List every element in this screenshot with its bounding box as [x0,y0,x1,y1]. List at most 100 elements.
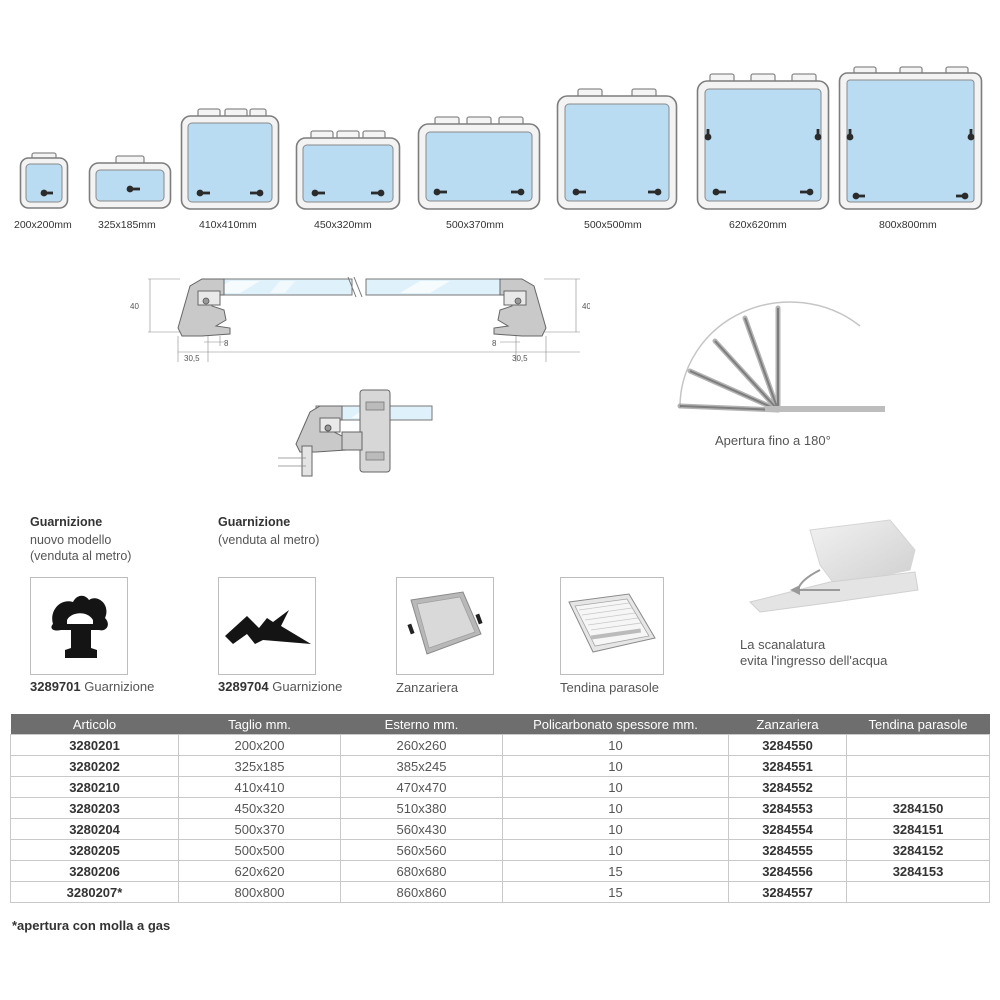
hatch-450x320-image [295,130,401,210]
dim-gap-left: 8 [224,339,229,348]
table-row: 3280207* 800x800 860x860 15 3284557 [10,881,990,903]
mosquito-net-icon [407,591,483,655]
table-cell: 3280201 [10,734,179,756]
dim-height-left: 40 [130,302,139,311]
table-cell: 15 [502,860,729,882]
gasket-new-profile-icon [51,595,108,658]
hatch-325x185-image [88,155,172,209]
table-cell: 3284550 [728,734,847,756]
dim-width-right: 30,5 [512,354,528,363]
gasket-old-caption: 3289704 Guarnizione [218,679,342,694]
table-cell: 680x680 [340,860,503,882]
hatch-row: 200x200mm 325x185mm 410x410mm 450x320mm [0,0,1000,240]
cross-section-drawing: 40 8 30,5 40 8 30,5 [130,276,590,363]
gasket-new-line1: nuovo modello [30,533,112,547]
table-cell [846,881,990,903]
table-cell: 450x320 [178,797,341,819]
table-cell: 500x500 [178,839,341,861]
table-cell: 15 [502,881,729,903]
opening-180-illustration [677,301,885,413]
opening-caption: Apertura fino a 180° [715,433,831,448]
table-row: 3280205 500x500 560x560 10 3284555 32841… [10,839,990,861]
footnote: *apertura con molla a gas [12,918,171,933]
table-cell: 3280204 [10,818,179,840]
table-cell: 3280207* [10,881,179,903]
table-cell: 3284153 [846,860,990,882]
hatch-500x500-image [556,88,678,210]
groove-caption-line2: evita l'ingresso dell'acqua [740,653,888,668]
table-cell [846,776,990,798]
table-cell: 10 [502,797,729,819]
table-cell: 3284556 [728,860,847,882]
table-cell: 3280202 [10,755,179,777]
table-cell: 3284150 [846,797,990,819]
mosquito-net-image [396,577,494,675]
table-row: 3280210 410x410 470x470 10 3284552 [10,776,990,798]
gasket-old-title: Guarnizione [218,515,291,529]
table-cell: 3280210 [10,776,179,798]
table-cell: 620x620 [178,860,341,882]
hatch-800x800-image [838,66,983,210]
table-cell: 3280203 [10,797,179,819]
hatch-620x620-image [696,73,830,210]
dim-gap-right: 8 [492,339,497,348]
hatch-200x200-image [19,152,69,209]
sunshade-icon [568,593,656,653]
table-cell: 560x560 [340,839,503,861]
table-cell: 10 [502,818,729,840]
table-cell: 200x200 [178,734,341,756]
table-header-cell: Articolo [10,714,179,735]
table-cell: 10 [502,776,729,798]
gasket-old-image [218,577,316,675]
hatch-size-label: 500x370mm [446,219,504,231]
sunshade-image [560,577,664,675]
table-cell: 500x370 [178,818,341,840]
table-cell: 560x430 [340,818,503,840]
table-header-cell: Taglio mm. [178,714,341,735]
groove-illustration [749,519,919,613]
hatch-410x410-image [180,108,280,210]
table-cell: 325x185 [178,755,341,777]
gasket-old-line1: (venduta al metro) [218,533,320,547]
table-row: 3280204 500x370 560x430 10 3284554 32841… [10,818,990,840]
table-header-row: Articolo Taglio mm. Esterno mm. Policarb… [10,714,990,735]
hatch-size-label: 325x185mm [98,219,156,231]
table-cell [846,755,990,777]
hatch-size-label: 500x500mm [584,219,642,231]
gasket-old-profile-icon [225,610,311,644]
gasket-new-image [30,577,128,675]
gasket-new-code: 3289701 [30,679,81,694]
mosquito-caption: Zanzariera [396,680,459,695]
hatch-size-label: 620x620mm [729,219,787,231]
table-cell: 410x410 [178,776,341,798]
table-cell: 3284151 [846,818,990,840]
table-cell: 3284551 [728,755,847,777]
table-cell: 3284554 [728,818,847,840]
hatch-size-label: 800x800mm [879,219,937,231]
groove-caption-line1: La scanalatura [740,637,826,652]
table-cell: 3280206 [10,860,179,882]
table-cell: 3284152 [846,839,990,861]
table-row: 3280206 620x620 680x680 15 3284556 32841… [10,860,990,882]
table-cell: 3284557 [728,881,847,903]
table-cell [846,734,990,756]
table-header-cell: Tendina parasole [846,714,990,735]
table-header-cell: Esterno mm. [340,714,503,735]
table-header-cell: Policarbonato spessore mm. [502,714,729,735]
table-cell: 3280205 [10,839,179,861]
table-cell: 10 [502,839,729,861]
table-cell: 3284552 [728,776,847,798]
hatch-size-label: 410x410mm [199,219,257,231]
table-cell: 10 [502,734,729,756]
specifications-table: Articolo Taglio mm. Esterno mm. Policarb… [10,714,990,903]
table-cell: 3284555 [728,839,847,861]
table-cell: 860x860 [340,881,503,903]
hinge-detail-drawing [278,389,433,477]
dim-height-right: 40 [582,302,590,311]
table-row: 3280202 325x185 385x245 10 3284551 [10,755,990,777]
hatch-size-label: 200x200mm [14,219,72,231]
dim-width-left: 30,5 [184,354,200,363]
table-row: 3280201 200x200 260x260 10 3284550 [10,734,990,756]
table-cell: 10 [502,755,729,777]
hatch-size-label: 450x320mm [314,219,372,231]
